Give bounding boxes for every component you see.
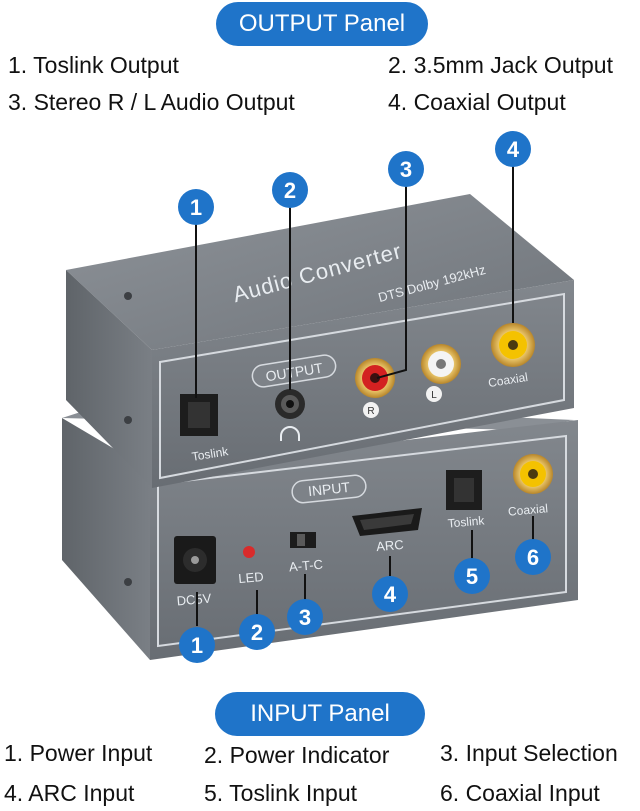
output-markers: 1 2 3 4 bbox=[178, 131, 531, 225]
input-legend-item-6: 6. Coaxial Input bbox=[440, 780, 600, 806]
input-legend-item-5: 5. Toslink Input bbox=[204, 780, 358, 806]
input-marker-1-text: 1 bbox=[191, 633, 203, 658]
switch-label: A-T-C bbox=[288, 557, 323, 575]
output-legend-item-1: 1. Toslink Output bbox=[8, 52, 179, 78]
input-legend-item-1: 1. Power Input bbox=[4, 740, 153, 766]
input-marker-4-text: 4 bbox=[384, 582, 397, 607]
input-label: INPUT bbox=[307, 479, 351, 499]
input-marker-5-text: 5 bbox=[466, 564, 478, 589]
input-legend-item-3: 3. Input Selection bbox=[440, 740, 618, 766]
input-legend-item-4: 4. ARC Input bbox=[4, 780, 135, 806]
output-legend-item-3: 3. Stereo R / L Audio Output bbox=[8, 89, 295, 115]
output-marker-1 bbox=[178, 189, 214, 225]
arc-label: ARC bbox=[376, 537, 405, 554]
rca-left-label: L bbox=[431, 390, 437, 401]
output-box: Audio Converter DTS Dolby 192kHz OUTPUT … bbox=[66, 194, 574, 488]
output-marker-3-text: 3 bbox=[400, 157, 412, 182]
output-marker-2 bbox=[272, 172, 308, 208]
coaxial-input-label: Coaxial bbox=[507, 501, 548, 518]
output-marker-3 bbox=[388, 151, 424, 187]
headphone-icon bbox=[280, 426, 300, 441]
input-markers: 1 2 3 4 5 6 bbox=[179, 539, 551, 663]
toslink-input-label: Toslink bbox=[447, 513, 486, 530]
input-marker-3-text: 3 bbox=[299, 605, 311, 630]
toslink-output-label: Toslink bbox=[191, 444, 230, 464]
led-label: LED bbox=[238, 569, 265, 586]
rca-right-label: R bbox=[367, 406, 374, 417]
coaxial-output-label: Coaxial bbox=[487, 370, 529, 390]
leader-lines bbox=[195, 166, 534, 626]
input-marker-2-text: 2 bbox=[251, 620, 263, 645]
input-marker-4 bbox=[372, 576, 408, 612]
input-legend-item-2: 2. Power Indicator bbox=[204, 742, 390, 768]
input-marker-6 bbox=[515, 539, 551, 575]
output-marker-4 bbox=[495, 131, 531, 167]
input-marker-2 bbox=[239, 614, 275, 650]
output-legend-item-2: 2. 3.5mm Jack Output bbox=[388, 52, 613, 78]
input-marker-3 bbox=[287, 599, 323, 635]
output-marker-4-text: 4 bbox=[507, 137, 520, 162]
dc-label: DC5V bbox=[176, 590, 212, 608]
input-marker-1 bbox=[179, 627, 215, 663]
output-legend-item-4: 4. Coaxial Output bbox=[388, 89, 566, 115]
output-marker-2-text: 2 bbox=[284, 178, 296, 203]
output-marker-1-text: 1 bbox=[190, 195, 202, 220]
input-panel-title: INPUT Panel bbox=[215, 692, 425, 736]
output-panel-title: OUTPUT Panel bbox=[216, 2, 428, 46]
input-marker-5 bbox=[454, 558, 490, 594]
led-indicator bbox=[243, 546, 255, 558]
input-marker-6-text: 6 bbox=[527, 545, 539, 570]
